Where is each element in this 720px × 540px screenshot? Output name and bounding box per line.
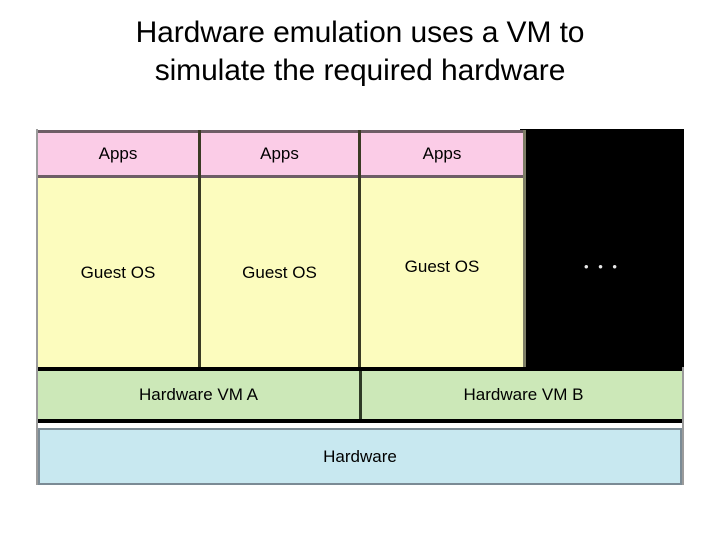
- vm-column-3[interactable]: Apps Guest OS: [361, 130, 526, 367]
- guest-os-box-3[interactable]: Guest OS: [361, 178, 523, 367]
- vm-column-2[interactable]: Apps Guest OS: [201, 130, 361, 367]
- vm-column-1[interactable]: Apps Guest OS: [38, 130, 201, 367]
- ellipsis-icon: • • •: [584, 259, 620, 274]
- vm-column-stack: Apps Guest OS Apps Guest OS Apps Guest O…: [38, 130, 526, 367]
- additional-vms-region: • • •: [520, 129, 684, 367]
- page-title-line-1: Hardware emulation uses a VM to: [135, 16, 585, 49]
- hardware-vm-a-box[interactable]: Hardware VM A: [38, 371, 362, 419]
- guest-os-box-1[interactable]: Guest OS: [38, 178, 198, 367]
- hardware-vm-b-box[interactable]: Hardware VM B: [463, 385, 584, 404]
- apps-box-2[interactable]: Apps: [201, 130, 358, 178]
- diagram-left-border: [36, 129, 38, 485]
- apps-box-1[interactable]: Apps: [38, 130, 198, 178]
- guest-os-box-2[interactable]: Guest OS: [201, 178, 358, 367]
- hardware-vm-layer: Hardware VM A Hardware VM B: [38, 367, 682, 423]
- hardware-base-box[interactable]: Hardware: [38, 428, 682, 485]
- apps-box-3[interactable]: Apps: [361, 130, 523, 178]
- hardware-emulation-diagram: • • • Apps Guest OS Apps Guest OS Apps G…: [36, 129, 684, 485]
- page-title-line-2: simulate the required hardware: [154, 54, 566, 88]
- page-title: Hardware emulation uses a VM to simulate…: [0, 14, 720, 91]
